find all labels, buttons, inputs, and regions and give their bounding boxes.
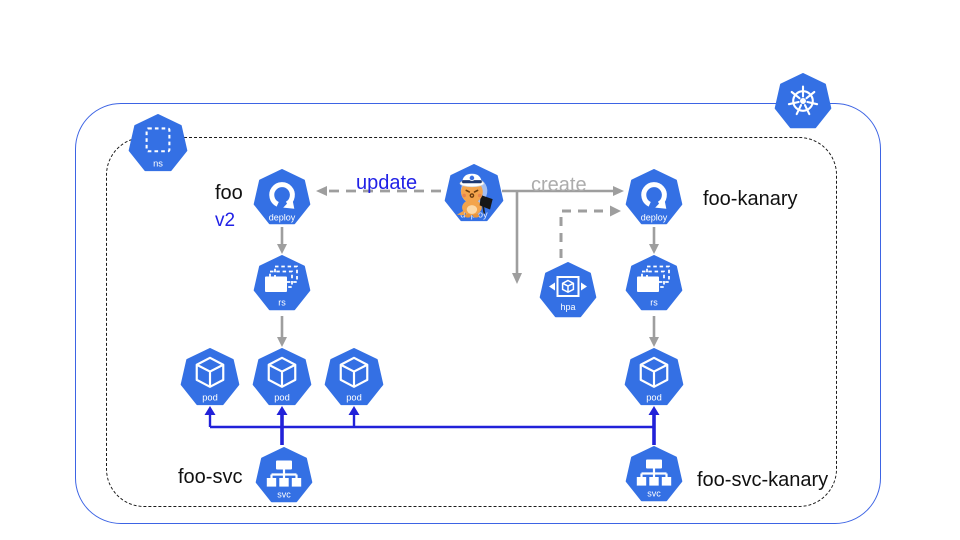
update-arrow [316, 186, 441, 196]
pod-kanary-icon-label: pod [646, 392, 662, 402]
pod-kanary-icon: pod [624, 347, 684, 406]
deployment-foo-icon: deploy [253, 169, 311, 225]
create-label: create [531, 174, 587, 196]
replicaset-kanary-to-pod-arrow [649, 316, 659, 347]
replicaset-foo-icon-label: rs [278, 298, 286, 308]
foo-svc-label: foo-svc [178, 466, 243, 488]
deployer-to-hpa-arrow [512, 191, 522, 284]
cluster-boundary [75, 103, 881, 524]
deployer-mascot-icon: deploy [444, 163, 504, 222]
pod-foo-2-icon-label: pod [274, 392, 290, 402]
replicaset-kanary-icon-label: rs [650, 298, 658, 308]
hpa-to-deployment-kanary-arrow [559, 205, 621, 258]
foo-svc-kanary-label: foo-svc-kanary [697, 469, 829, 491]
pod-foo-1-icon-label: pod [202, 392, 218, 402]
foo-kanary-label: foo-kanary [703, 188, 798, 210]
update-label: update [356, 172, 418, 194]
captain-mascot-figure [456, 173, 493, 218]
deployment-kanary-icon: deploy [625, 169, 683, 225]
pod-foo-2-icon: pod [252, 347, 312, 406]
hpa-icon-label: hpa [560, 302, 575, 312]
pod-foo-3-icon: pod [324, 347, 384, 406]
service-kanary-icon-label: svc [647, 489, 661, 499]
service-network-lines [204, 406, 660, 445]
deployment-kanary-to-replicaset-arrow [649, 227, 659, 254]
deployment-foo-to-replicaset-arrow [277, 227, 287, 254]
deployment-foo-icon-label: deploy [269, 213, 296, 223]
replicaset-foo-icon: rs [253, 255, 311, 311]
kubernetes-logo [774, 73, 832, 129]
hpa-icon: hpa [539, 262, 597, 318]
namespace-boundary [106, 137, 837, 507]
replicaset-foo-to-pod-arrow [277, 316, 287, 347]
foo-label: foo [215, 182, 243, 204]
service-foo-icon: svc [255, 447, 313, 503]
replicaset-kanary-icon: rs [625, 255, 683, 311]
deployment-kanary-icon-label: deploy [641, 213, 668, 223]
namespace-icon: ns [128, 113, 188, 172]
pod-foo-3-icon-label: pod [346, 392, 362, 402]
service-kanary-icon: svc [625, 446, 683, 502]
create-arrow [502, 186, 624, 196]
pod-foo-1-icon: pod [180, 347, 240, 406]
namespace-icon-label: ns [153, 158, 163, 168]
foo-version-label: v2 [215, 210, 236, 231]
service-foo-icon-label: svc [277, 490, 291, 500]
